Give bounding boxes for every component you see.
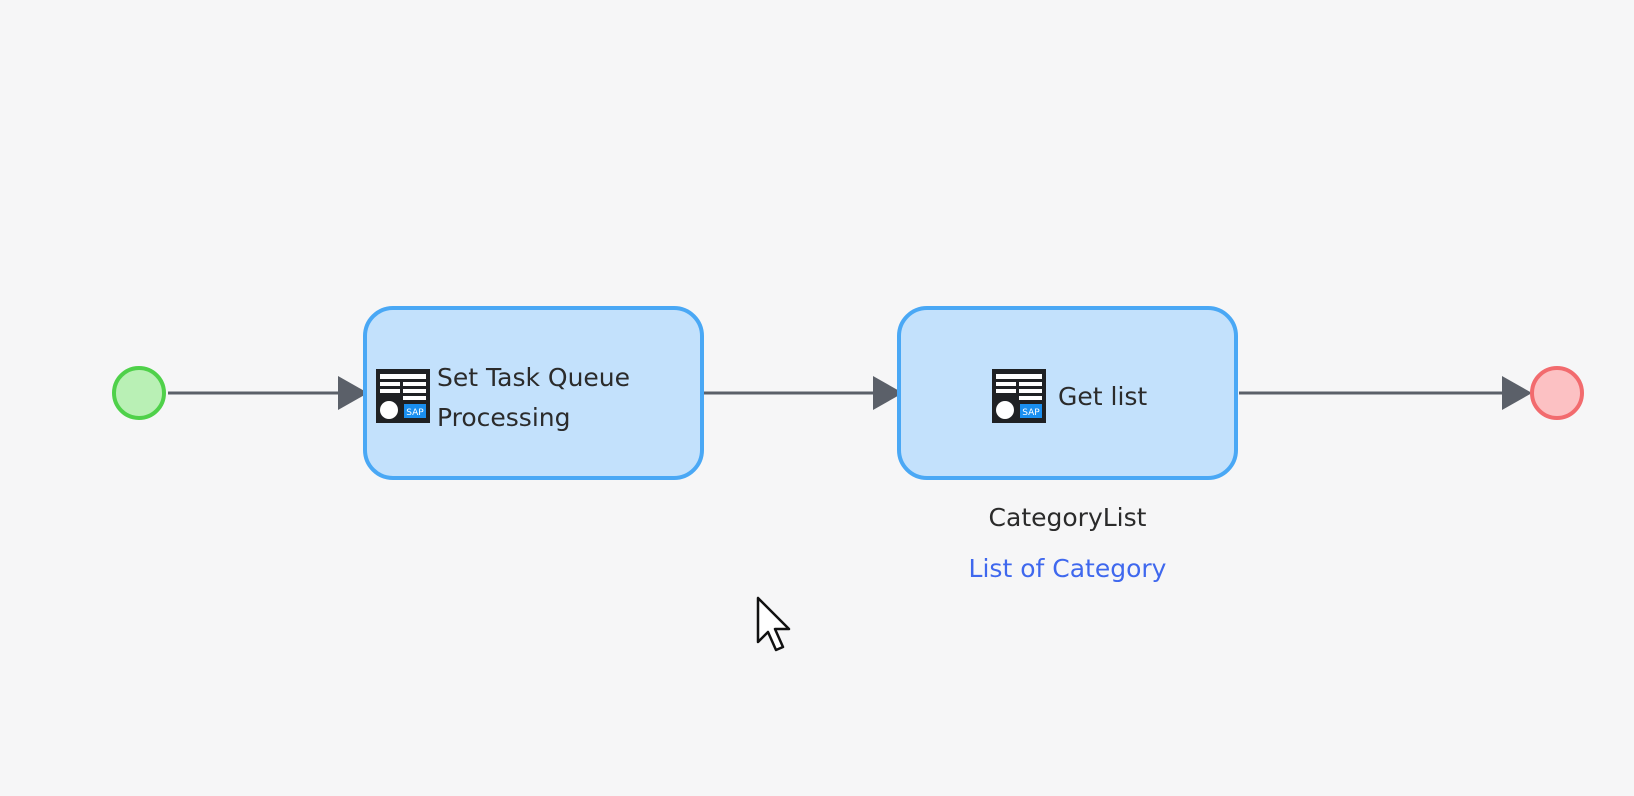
start-event[interactable] <box>112 366 166 420</box>
activity-get-list[interactable]: SAP Get list <box>897 306 1238 480</box>
arrowhead-icon <box>873 376 903 410</box>
sap-odata-table-icon: SAP <box>376 369 430 423</box>
arrowhead-icon <box>1502 376 1532 410</box>
sap-odata-table-icon: SAP <box>992 369 1046 423</box>
arrowhead-icon <box>338 376 368 410</box>
activity-set-task-queue-processing[interactable]: SAP Set Task Queue Processing <box>363 306 704 480</box>
svg-text:SAP: SAP <box>1022 408 1040 418</box>
end-event[interactable] <box>1530 366 1584 420</box>
activity-label: Get list <box>1058 382 1148 411</box>
output-variable-type-link[interactable]: List of Category <box>968 554 1167 583</box>
sequence-flow-activity1-to-activity2[interactable] <box>704 376 903 410</box>
mouse-pointer-icon <box>756 596 791 652</box>
sequence-flow-activity2-to-end[interactable] <box>1239 376 1532 410</box>
output-variable-name: CategoryList <box>988 503 1147 532</box>
svg-text:SAP: SAP <box>406 408 424 418</box>
activity-label-line2: Processing <box>437 403 571 432</box>
activity-label-line1: Set Task Queue <box>437 363 631 392</box>
sequence-flow-start-to-activity1[interactable] <box>168 376 368 410</box>
